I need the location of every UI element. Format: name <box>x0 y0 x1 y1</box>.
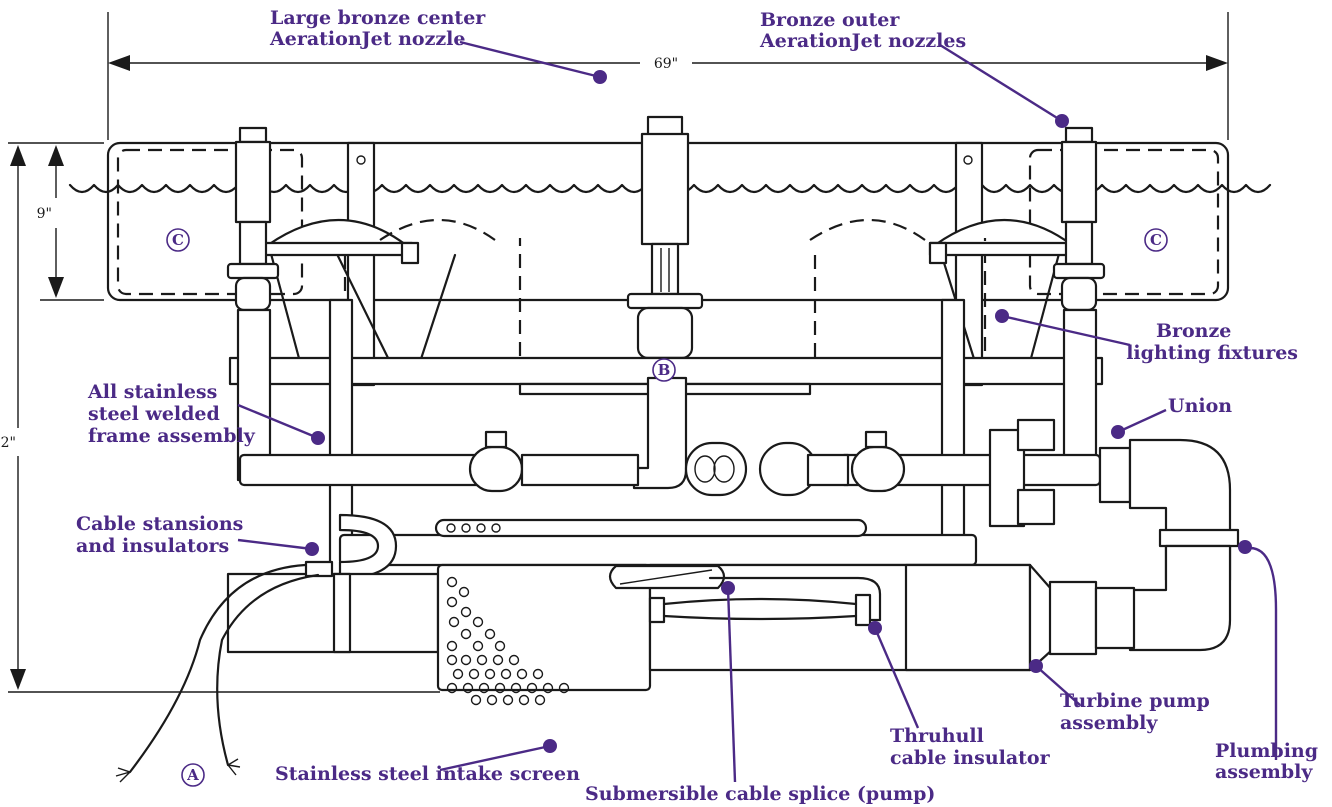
callout-frame: All stainless steel welded frame assembl… <box>87 381 256 447</box>
outer-nozzle-left <box>226 126 280 312</box>
marker-a: A <box>181 763 205 787</box>
callout-cable-stansions: Cable stansions and insulators <box>76 513 250 557</box>
callout-lighting: Bronze lighting fixtures <box>1126 320 1298 364</box>
marker-c-left: C <box>166 228 190 252</box>
overall-height-dimension-label: 42" <box>0 435 16 451</box>
marker-c-right: C <box>1144 228 1168 252</box>
callout-leaders <box>237 40 1278 783</box>
intake-screen <box>446 576 570 706</box>
callout-outer-nozzles: Bronze outer AerationJet nozzles <box>759 9 966 52</box>
callout-plumbing: Plumbing assembly <box>1215 740 1325 783</box>
svg-text:C: C <box>1150 231 1162 249</box>
outer-nozzle-right <box>1052 126 1106 312</box>
dimension-float-height: 9" <box>37 142 104 301</box>
callout-thruhull: Thruhull cable insulator <box>890 725 1051 769</box>
svg-text:A: A <box>186 766 199 784</box>
callout-center-nozzle: Large bronze center AerationJet nozzle <box>269 7 492 50</box>
callout-union: Union <box>1168 395 1232 417</box>
svg-text:B: B <box>658 361 671 379</box>
callout-intake: Stainless steel intake screen <box>275 763 580 785</box>
center-nozzle <box>626 115 704 382</box>
turbine-pump <box>226 560 1136 692</box>
float-height-dimension-label: 9" <box>37 206 52 222</box>
callout-turbine: Turbine pump assembly <box>1060 690 1216 734</box>
frame-assembly <box>228 298 1132 582</box>
callout-splice: Submersible cable splice (pump) <box>585 783 935 805</box>
svg-text:C: C <box>172 231 184 249</box>
dimension-width: 69" <box>107 12 1229 140</box>
plumbing-assembly <box>1128 438 1240 652</box>
width-dimension-label: 69" <box>654 56 678 72</box>
marker-b: B <box>652 358 676 382</box>
power-cable <box>115 563 320 783</box>
dimension-overall-height: 42" <box>0 142 440 693</box>
